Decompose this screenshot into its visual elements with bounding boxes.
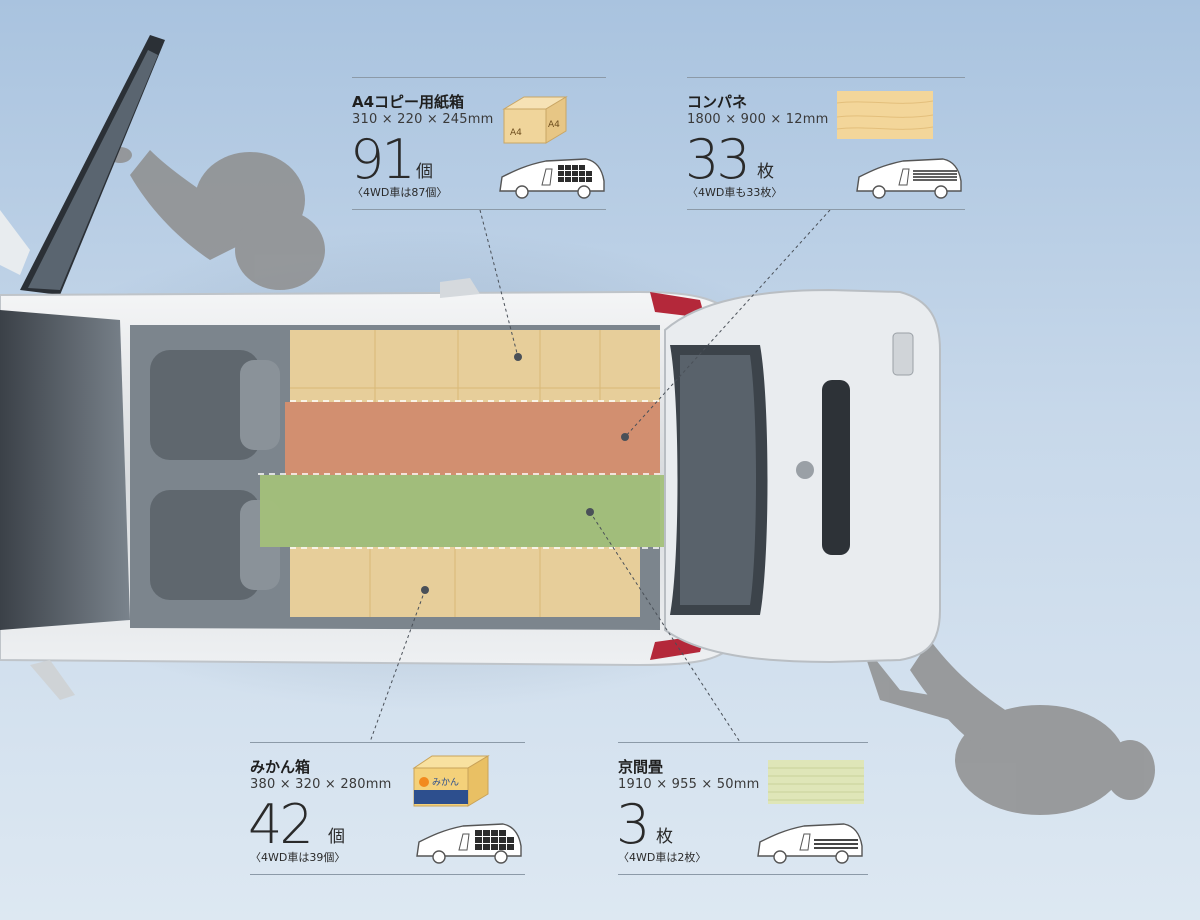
card-bottom-rule: [687, 209, 965, 210]
item-4wd-note: 〈4WD車は87個〉: [352, 186, 448, 199]
item-dimensions: 310 × 220 × 245mm: [352, 112, 494, 127]
cargo-card-a4-box: A4コピー用紙箱 310 × 220 × 245mm 91 個 〈4WD車は87…: [350, 77, 606, 210]
item-name: 京間畳: [618, 758, 664, 776]
a4-box-icon: A4 A4: [502, 96, 568, 144]
item-dimensions: 1800 × 900 × 12mm: [687, 112, 829, 127]
card-top-rule: [618, 742, 868, 743]
item-name: みかん箱: [250, 758, 311, 776]
item-dimensions: 1910 × 955 × 50mm: [618, 777, 760, 792]
person-silhouette-right: [860, 640, 1155, 815]
card-top-rule: [250, 742, 525, 743]
person-silhouette-left: [108, 147, 325, 290]
card-top-rule: [687, 77, 965, 78]
card-bottom-rule: [352, 209, 606, 210]
layer-dividers: [258, 400, 690, 549]
item-count: 3: [616, 793, 650, 856]
tatami-swatch-icon: [768, 760, 864, 804]
card-bottom-rule: [250, 874, 525, 875]
cargo-plywood: [285, 402, 660, 475]
item-unit: 枚: [757, 162, 774, 182]
cargo-card-tatami: 京間畳 1910 × 955 × 50mm 3 枚 〈4WD車は2枚〉: [616, 742, 868, 875]
item-4wd-note: 〈4WD車は39個〉: [250, 851, 346, 864]
leader-dots: [421, 353, 629, 594]
card-bottom-rule: [618, 874, 868, 875]
car-load-mikan-icon: [416, 823, 522, 864]
open-hood: [0, 35, 165, 295]
card-top-rule: [352, 77, 606, 78]
plywood-swatch-icon: [837, 91, 933, 139]
mikan-box-icon: みかん: [412, 755, 490, 807]
mikan-box-label: みかん: [432, 777, 459, 788]
item-4wd-note: 〈4WD車も33枚〉: [687, 186, 783, 199]
box-label-side: A4: [510, 128, 522, 138]
item-count: 42: [248, 793, 314, 856]
item-unit: 個: [416, 162, 433, 182]
box-label-end: A4: [548, 120, 560, 130]
car-load-plywood-icon: [856, 158, 962, 199]
open-tailgate: [664, 288, 941, 664]
cargo-card-mikan-box: みかん箱 380 × 320 × 280mm 42 個 〈4WD車は39個〉 み…: [248, 742, 525, 875]
item-count: 91: [350, 128, 416, 191]
item-name: A4コピー用紙箱: [352, 93, 465, 111]
item-unit: 個: [328, 827, 345, 847]
cargo-tatami: [260, 475, 680, 547]
item-dimensions: 380 × 320 × 280mm: [250, 777, 392, 792]
item-count: 33: [685, 128, 751, 191]
car-load-tatami-icon: [757, 823, 863, 864]
item-4wd-note: 〈4WD車は2枚〉: [618, 851, 707, 864]
item-name: コンパネ: [687, 93, 748, 111]
item-unit: 枚: [656, 827, 673, 847]
cargo-mikan-boxes: [290, 547, 640, 617]
cargo-a4-boxes: [290, 330, 660, 402]
cargo-card-plywood: コンパネ 1800 × 900 × 12mm 33 枚 〈4WD車も33枚〉: [685, 77, 965, 210]
leader-lines: [369, 209, 831, 743]
car-load-a4-icon: [499, 158, 605, 199]
